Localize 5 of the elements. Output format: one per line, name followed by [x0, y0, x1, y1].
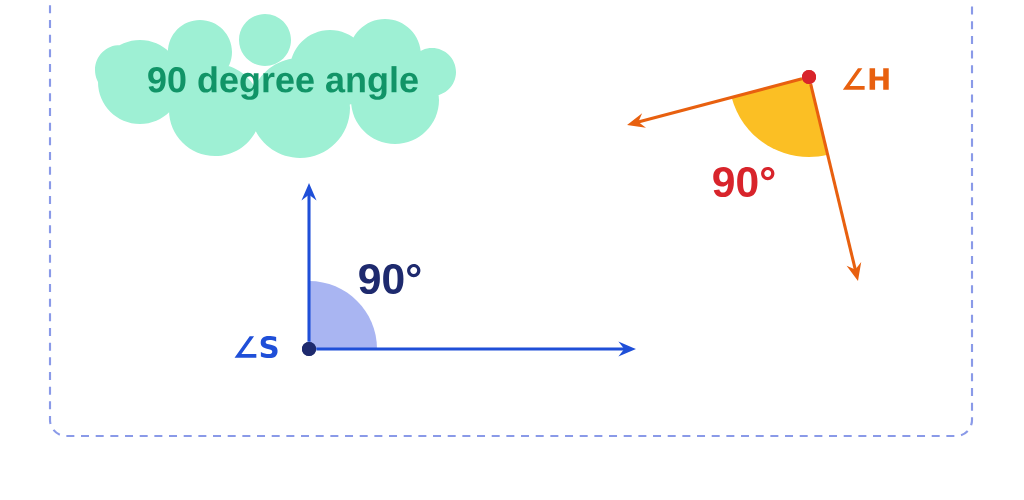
vertex-label: ∠S	[234, 335, 278, 359]
vertex-label: ∠H	[842, 68, 889, 90]
cloud: 90 degree angle	[95, 14, 456, 158]
angle-label: 90°	[359, 263, 421, 295]
angle-label: 90°	[713, 166, 775, 198]
